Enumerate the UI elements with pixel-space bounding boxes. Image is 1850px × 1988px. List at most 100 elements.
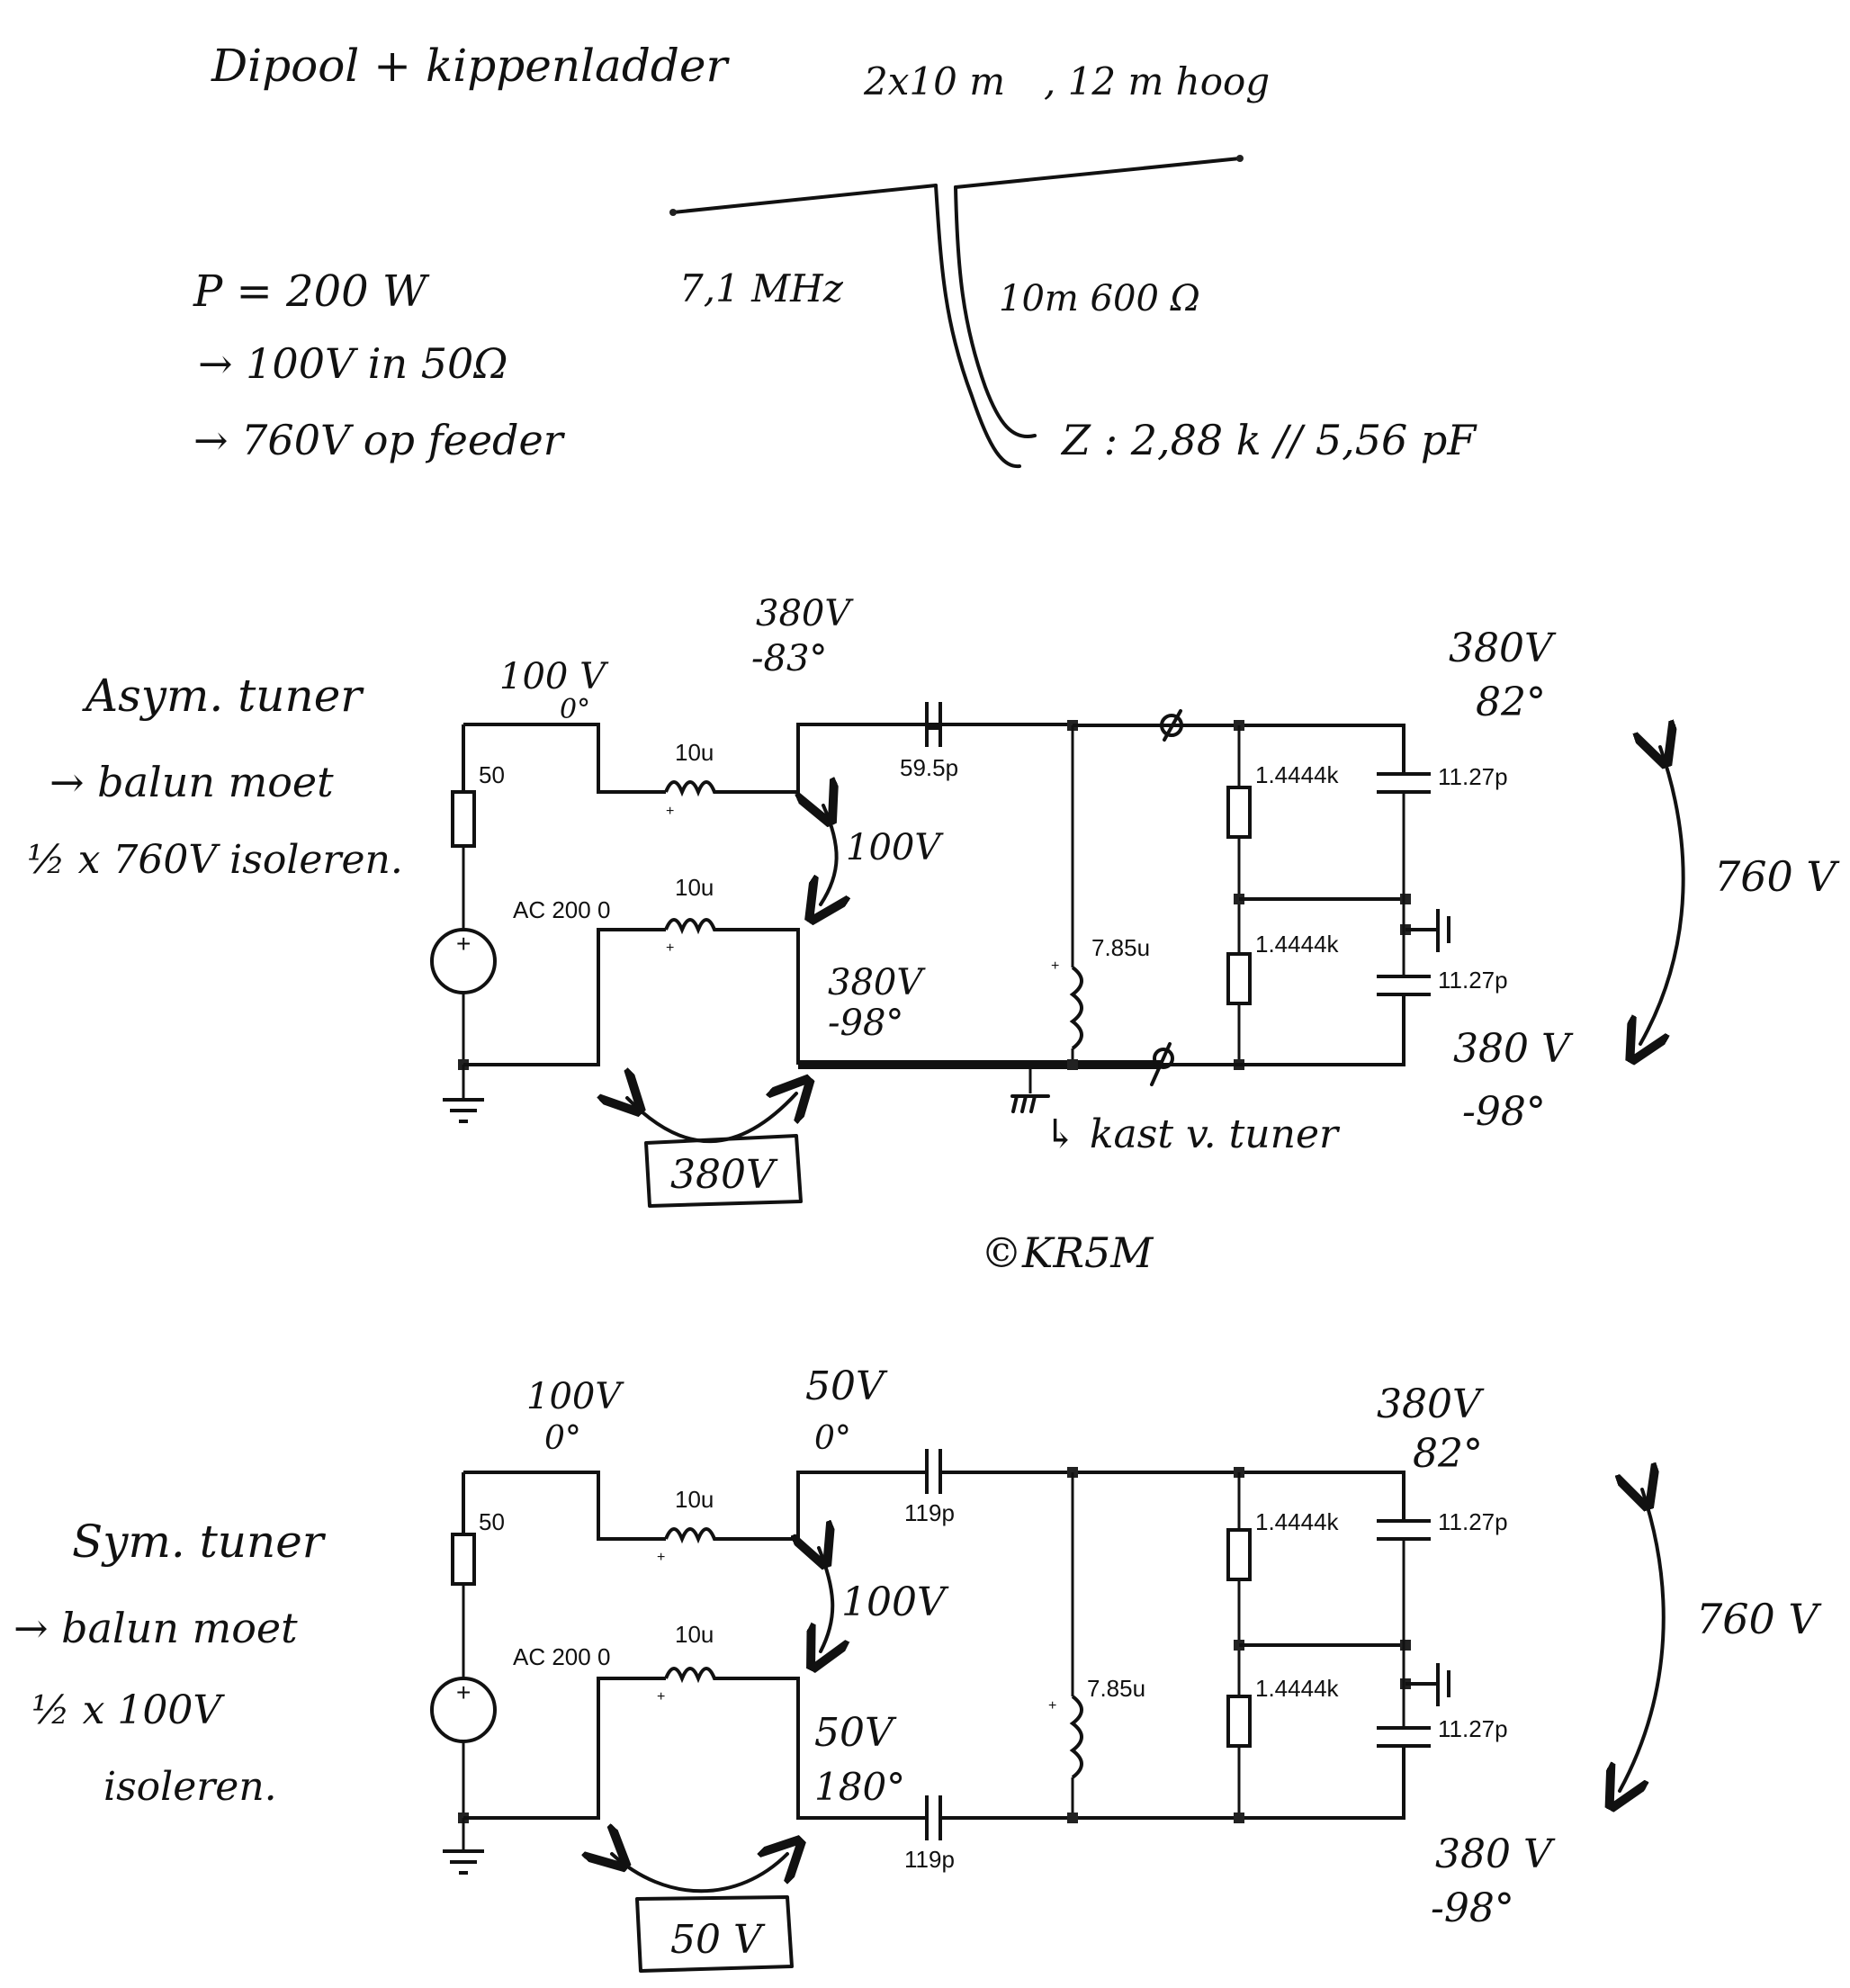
voltage-in-50ohm-note: → 100V in 50Ω xyxy=(198,339,507,388)
load-cap-top-label: 11.27p xyxy=(1438,763,1508,790)
sym-top-node-phase: 0° xyxy=(814,1420,851,1457)
load-resistor-bottom xyxy=(1226,952,1252,1005)
load-cap-top-label: 11.27p xyxy=(1438,1508,1508,1535)
shunt-inductor-label: 7.85u xyxy=(1087,1675,1145,1702)
dipole-antenna-sketch xyxy=(669,155,1244,469)
impedance-label: Z : 2,88 k // 5,56 pF xyxy=(1060,416,1477,464)
load-cap-bottom xyxy=(1377,975,1431,996)
asym-out-bottom-phase: -98° xyxy=(1462,1089,1546,1135)
load-cap-bottom xyxy=(1377,1726,1431,1748)
svg-text:+: + xyxy=(1051,958,1059,974)
inductor-top-label: 10u xyxy=(675,1486,714,1513)
transformer-secondary xyxy=(664,1667,729,1684)
sym-note-isolate: isoleren. xyxy=(103,1764,277,1810)
differential-voltage-arrow xyxy=(1640,747,1685,1044)
svg-text:+: + xyxy=(1048,1698,1056,1714)
load-resistor-top xyxy=(1226,1528,1252,1581)
feeder-line-right xyxy=(954,185,1037,439)
common-mode-box xyxy=(635,1895,794,1973)
asym-transformer-voltage: 100V xyxy=(846,827,944,868)
svg-text:+: + xyxy=(456,1678,471,1706)
sym-differential-voltage: 760 V xyxy=(1696,1595,1822,1643)
load-resistor-top-label: 1.4444k xyxy=(1255,761,1340,788)
asym-input-phase: 0° xyxy=(560,694,590,725)
copyright-mark: ©KR5M xyxy=(981,1228,1154,1277)
power-note: P = 200 W xyxy=(193,266,430,317)
asym-out-top-voltage: 380V xyxy=(1449,625,1557,671)
transformer-primary xyxy=(664,1527,729,1544)
sym-out-top-voltage: 380V xyxy=(1377,1381,1485,1427)
series-cap-bottom-label: 119p xyxy=(904,1846,955,1873)
asym-cap-node-voltage: 380V xyxy=(756,593,854,634)
asym-note-isolate: ½ x 760V isoleren. xyxy=(27,837,403,883)
inductor-top-label: 10u xyxy=(675,739,714,766)
asym-title: Asym. tuner xyxy=(82,670,364,722)
source-resistor xyxy=(451,790,476,848)
load-resistor-bottom-label: 1.4444k xyxy=(1255,1675,1340,1702)
inductor-bottom-label: 10u xyxy=(675,874,714,901)
resistor-50-label: 50 xyxy=(479,1508,505,1535)
shunt-inductor xyxy=(1069,1695,1083,1779)
load-resistor-top xyxy=(1226,786,1252,839)
asym-input-voltage: 100 V xyxy=(499,656,609,697)
transformer-voltage-arrow xyxy=(821,805,837,904)
sym-note-half: ½ x 100V xyxy=(31,1687,225,1733)
sym-input-voltage: 100V xyxy=(526,1376,624,1417)
dipole-height: , 12 m hoog xyxy=(1044,59,1270,103)
transformer-secondary xyxy=(664,918,729,935)
sym-title: Sym. tuner xyxy=(72,1516,327,1568)
svg-text:+: + xyxy=(657,1689,665,1705)
shunt-inductor-label: 7.85u xyxy=(1091,934,1150,961)
feeder-label: 10m 600 Ω xyxy=(999,278,1200,319)
sym-top-node-voltage: 50V xyxy=(805,1363,888,1409)
differential-voltage-arrow xyxy=(1620,1489,1666,1791)
asym-bottom-node-phase: -98° xyxy=(828,1003,903,1044)
transformer-primary xyxy=(664,780,729,797)
frequency-label: 7,1 MHz xyxy=(679,266,844,310)
midpoint-ground-icon xyxy=(1405,1663,1450,1706)
dipole-right-arm xyxy=(954,157,1242,189)
series-capacitor-bottom xyxy=(925,1795,942,1840)
sym-transformer-voltage: 100V xyxy=(841,1579,949,1625)
common-mode-box xyxy=(644,1134,803,1208)
feeder-voltage-note: → 760V op feeder xyxy=(193,416,566,464)
sym-out-top-phase: 82° xyxy=(1413,1431,1483,1477)
asym-out-top-phase: 82° xyxy=(1476,679,1546,725)
sym-tuner-circuit: Sym. tuner → balun moet ½ x 100V isolere… xyxy=(13,1363,1822,1973)
load-cap-top xyxy=(1377,772,1431,794)
load-cap-top xyxy=(1377,1519,1431,1541)
ac-source-label: AC 200 0 xyxy=(513,1643,610,1670)
svg-text:+: + xyxy=(657,1550,665,1565)
sym-out-bottom-phase: -98° xyxy=(1431,1885,1514,1931)
sym-note-balun: → balun moet xyxy=(13,1604,298,1652)
page-title: Dipool + kippenladder xyxy=(211,40,730,92)
asym-cap-node-phase: -83° xyxy=(751,638,827,679)
midpoint-ground-icon xyxy=(1405,909,1450,952)
load-resistor-top-label: 1.4444k xyxy=(1255,1508,1340,1535)
dipole-dimensions: 2x10 m xyxy=(863,59,1005,103)
chassis-ground-icon xyxy=(1010,1094,1050,1113)
series-cap-label: 59.5p xyxy=(900,754,958,781)
sym-common-mode-voltage: 50 V xyxy=(670,1917,766,1963)
sym-input-phase: 0° xyxy=(544,1420,581,1457)
load-cap-bottom-label: 11.27p xyxy=(1438,1715,1508,1742)
load-resistor-bottom-label: 1.4444k xyxy=(1255,931,1340,958)
feeder-line-left xyxy=(934,184,1021,469)
common-mode-arrow xyxy=(627,1093,796,1144)
asym-out-bottom-voltage: 380 V xyxy=(1453,1026,1574,1072)
shunt-inductor xyxy=(1069,966,1083,1050)
svg-text:+: + xyxy=(666,940,674,956)
resistor-50-label: 50 xyxy=(479,761,505,788)
sym-bottom-node-voltage: 50V xyxy=(814,1710,897,1756)
svg-text:+: + xyxy=(456,930,471,958)
common-mode-arrow xyxy=(612,1854,787,1894)
asym-differential-voltage: 760 V xyxy=(1714,852,1840,901)
svg-text:+: + xyxy=(666,804,674,819)
series-cap-top-label: 119p xyxy=(904,1499,955,1526)
series-capacitor-top xyxy=(925,1449,942,1494)
sym-out-bottom-voltage: 380 V xyxy=(1435,1831,1556,1877)
transformer-voltage-arrow xyxy=(819,1548,832,1651)
sym-bottom-node-phase: 180° xyxy=(814,1765,905,1809)
inductor-bottom-label: 10u xyxy=(675,1621,714,1648)
